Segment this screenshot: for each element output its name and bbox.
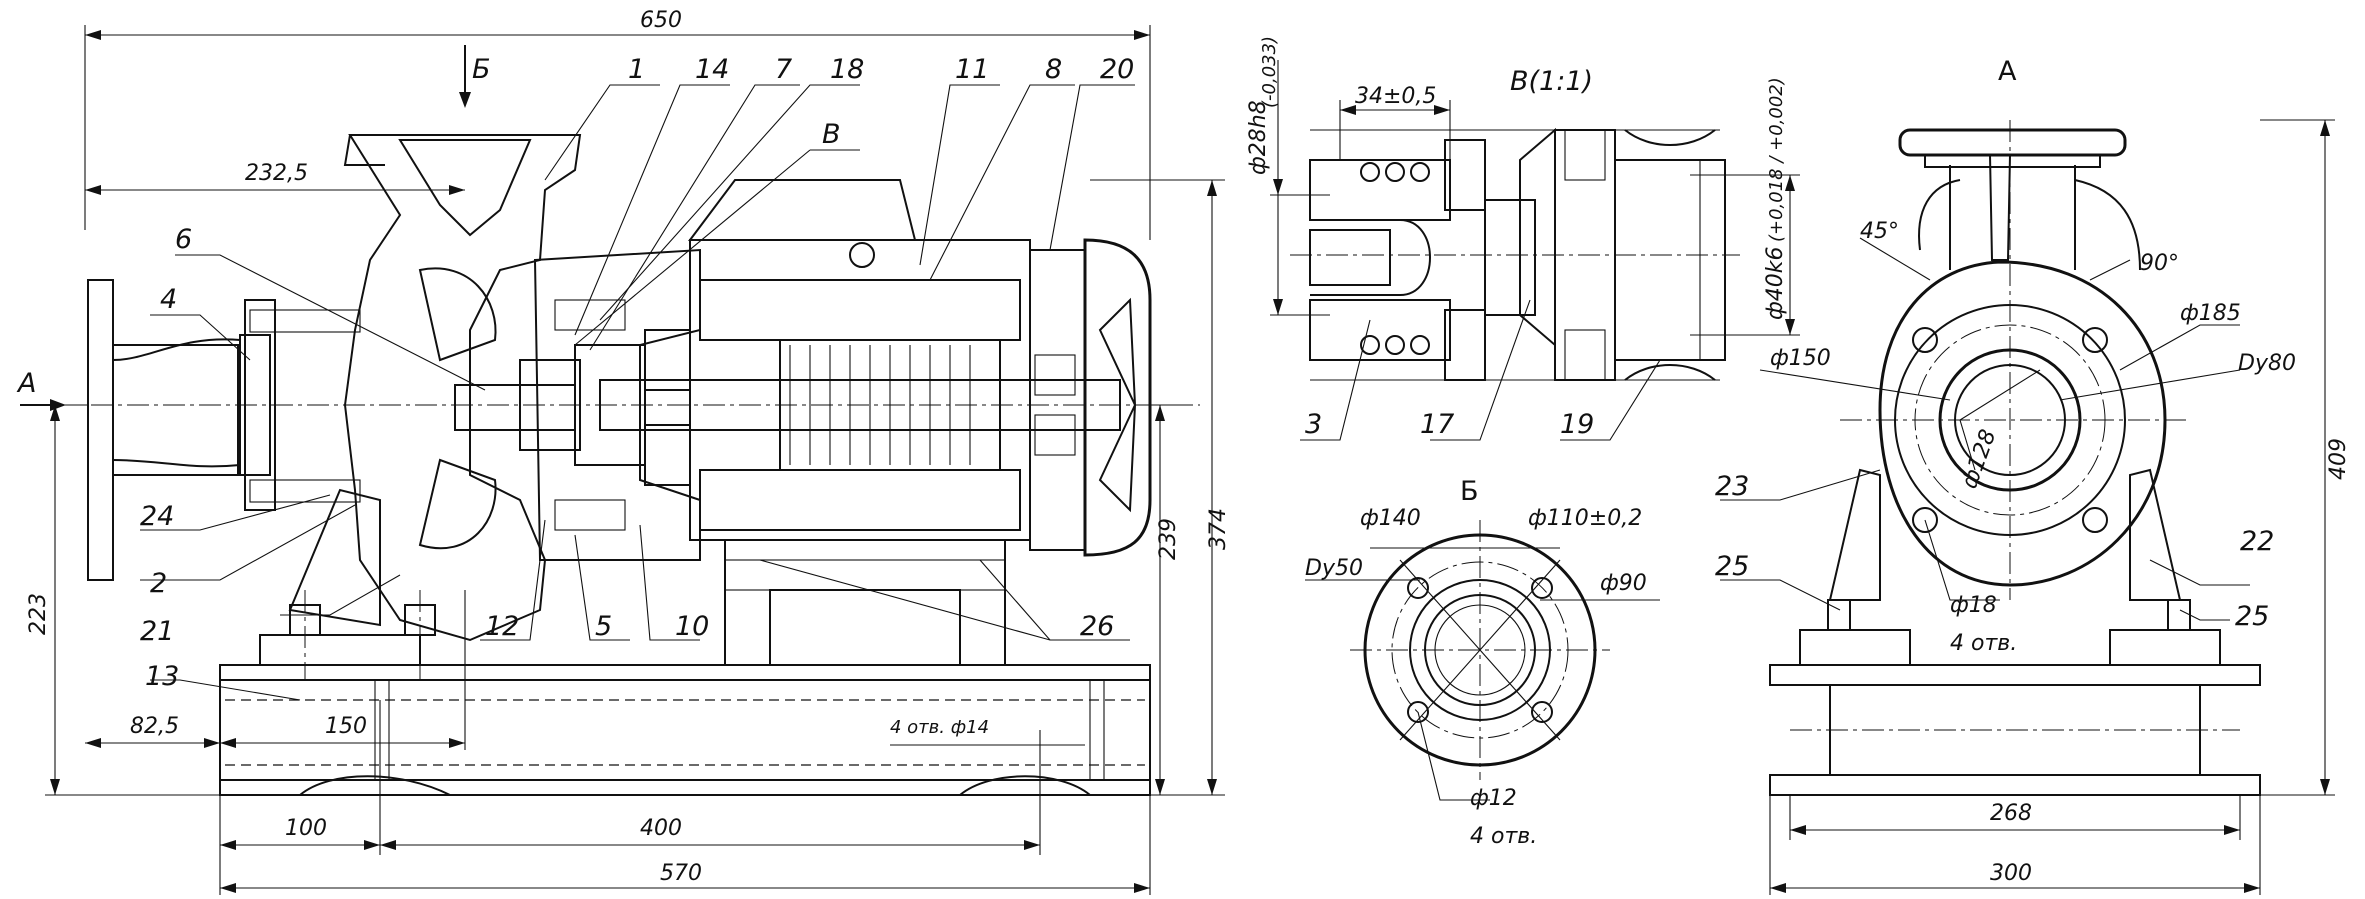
callout-18: 18	[830, 54, 864, 85]
view-b-dim-140: ф140	[1360, 506, 1421, 531]
detail-v-title: В(1:1)	[1510, 66, 1593, 97]
view-a-dim-185: ф185	[2180, 301, 2241, 326]
callout-25-left: 25	[1715, 551, 1749, 582]
dim-570: 570	[660, 861, 702, 886]
dim-374: 374	[1206, 508, 1231, 550]
detail-dim-len: 34±0,5	[1355, 84, 1436, 109]
detail-dim-bore-tol: (+0,018 / +0,002)	[1766, 77, 1787, 242]
dim-239: 239	[1156, 518, 1181, 560]
view-b-dim-dy50: Dy50	[1305, 556, 1363, 581]
dim-150: 150	[325, 714, 367, 739]
view-b-dim-12: ф12	[1470, 786, 1517, 811]
callout-1: 1	[628, 54, 645, 85]
view-arrow-a: А	[16, 368, 36, 399]
callout-21: 21	[140, 616, 174, 647]
view-a-title: А	[1998, 56, 2017, 87]
view-a-dim-128: ф128	[1957, 426, 2001, 492]
callout-10: 10	[675, 611, 709, 642]
callout-12: 12	[485, 611, 519, 642]
dim-232-5: 232,5	[245, 161, 308, 186]
view-a-dim-150: ф150	[1770, 346, 1831, 371]
detail-dim-bore: ф40k6	[1763, 246, 1788, 320]
view-a-dim-300: 300	[1990, 861, 2032, 886]
callout-11: 11	[955, 54, 989, 85]
callout-4: 4	[160, 284, 177, 315]
dim-82-5: 82,5	[130, 714, 179, 739]
callout-14: 14	[695, 54, 729, 85]
view-b-dim-90: ф90	[1600, 571, 1647, 596]
detail-dim-shaft: ф28h8	[1246, 100, 1271, 175]
callout-2: 2	[150, 568, 167, 599]
dim-650: 650	[640, 8, 682, 33]
view-a-dim-45: 45°	[1860, 219, 1899, 244]
view-a-dim-90: 90°	[2140, 251, 2179, 276]
view-a: А	[1715, 56, 2351, 895]
callout-25-right: 25	[2235, 601, 2269, 632]
callout-5: 5	[595, 611, 612, 642]
view-a-holes: 4 отв.	[1950, 631, 2017, 656]
view-a-dim-dy80: Dy80	[2238, 351, 2296, 376]
callout-8: 8	[1045, 54, 1062, 85]
callout-7: 7	[775, 54, 792, 85]
detail-v-view: В(1:1) ф28h8 (-0,033)	[1246, 36, 1800, 441]
callout-24: 24	[140, 501, 174, 532]
callout-19: 19	[1560, 409, 1594, 440]
callout-26: 26	[1080, 611, 1114, 642]
callout-3: 3	[1305, 409, 1322, 440]
detail-dim-shaft-tol: (-0,033)	[1259, 36, 1280, 108]
callout-13: 13	[145, 661, 179, 692]
section-mark-b: Б	[472, 54, 491, 85]
callout-6: 6	[175, 224, 192, 255]
view-a-dim-18: ф18	[1950, 593, 1997, 618]
dim-400: 400	[640, 816, 682, 841]
side-view: 650 232,5 Б А	[16, 8, 1231, 895]
view-b-holes: 4 отв.	[1470, 824, 1537, 849]
dim-223: 223	[26, 593, 51, 635]
holes-note: 4 отв. ф14	[890, 717, 989, 738]
view-b-title: Б	[1460, 476, 1479, 507]
dim-100: 100	[285, 816, 327, 841]
view-a-dim-409: 409	[2326, 438, 2351, 480]
view-b: Б ф140 ф110±0,2 Dy50 ф90 ф12 4 отв.	[1305, 476, 1660, 849]
callout-20: 20	[1100, 54, 1134, 85]
callout-23: 23	[1715, 471, 1749, 502]
detail-mark-v: В	[822, 119, 841, 150]
callout-22: 22	[2240, 526, 2274, 557]
view-b-dim-110: ф110±0,2	[1528, 506, 1642, 531]
view-a-dim-268: 268	[1990, 801, 2032, 826]
callout-17: 17	[1420, 409, 1454, 440]
